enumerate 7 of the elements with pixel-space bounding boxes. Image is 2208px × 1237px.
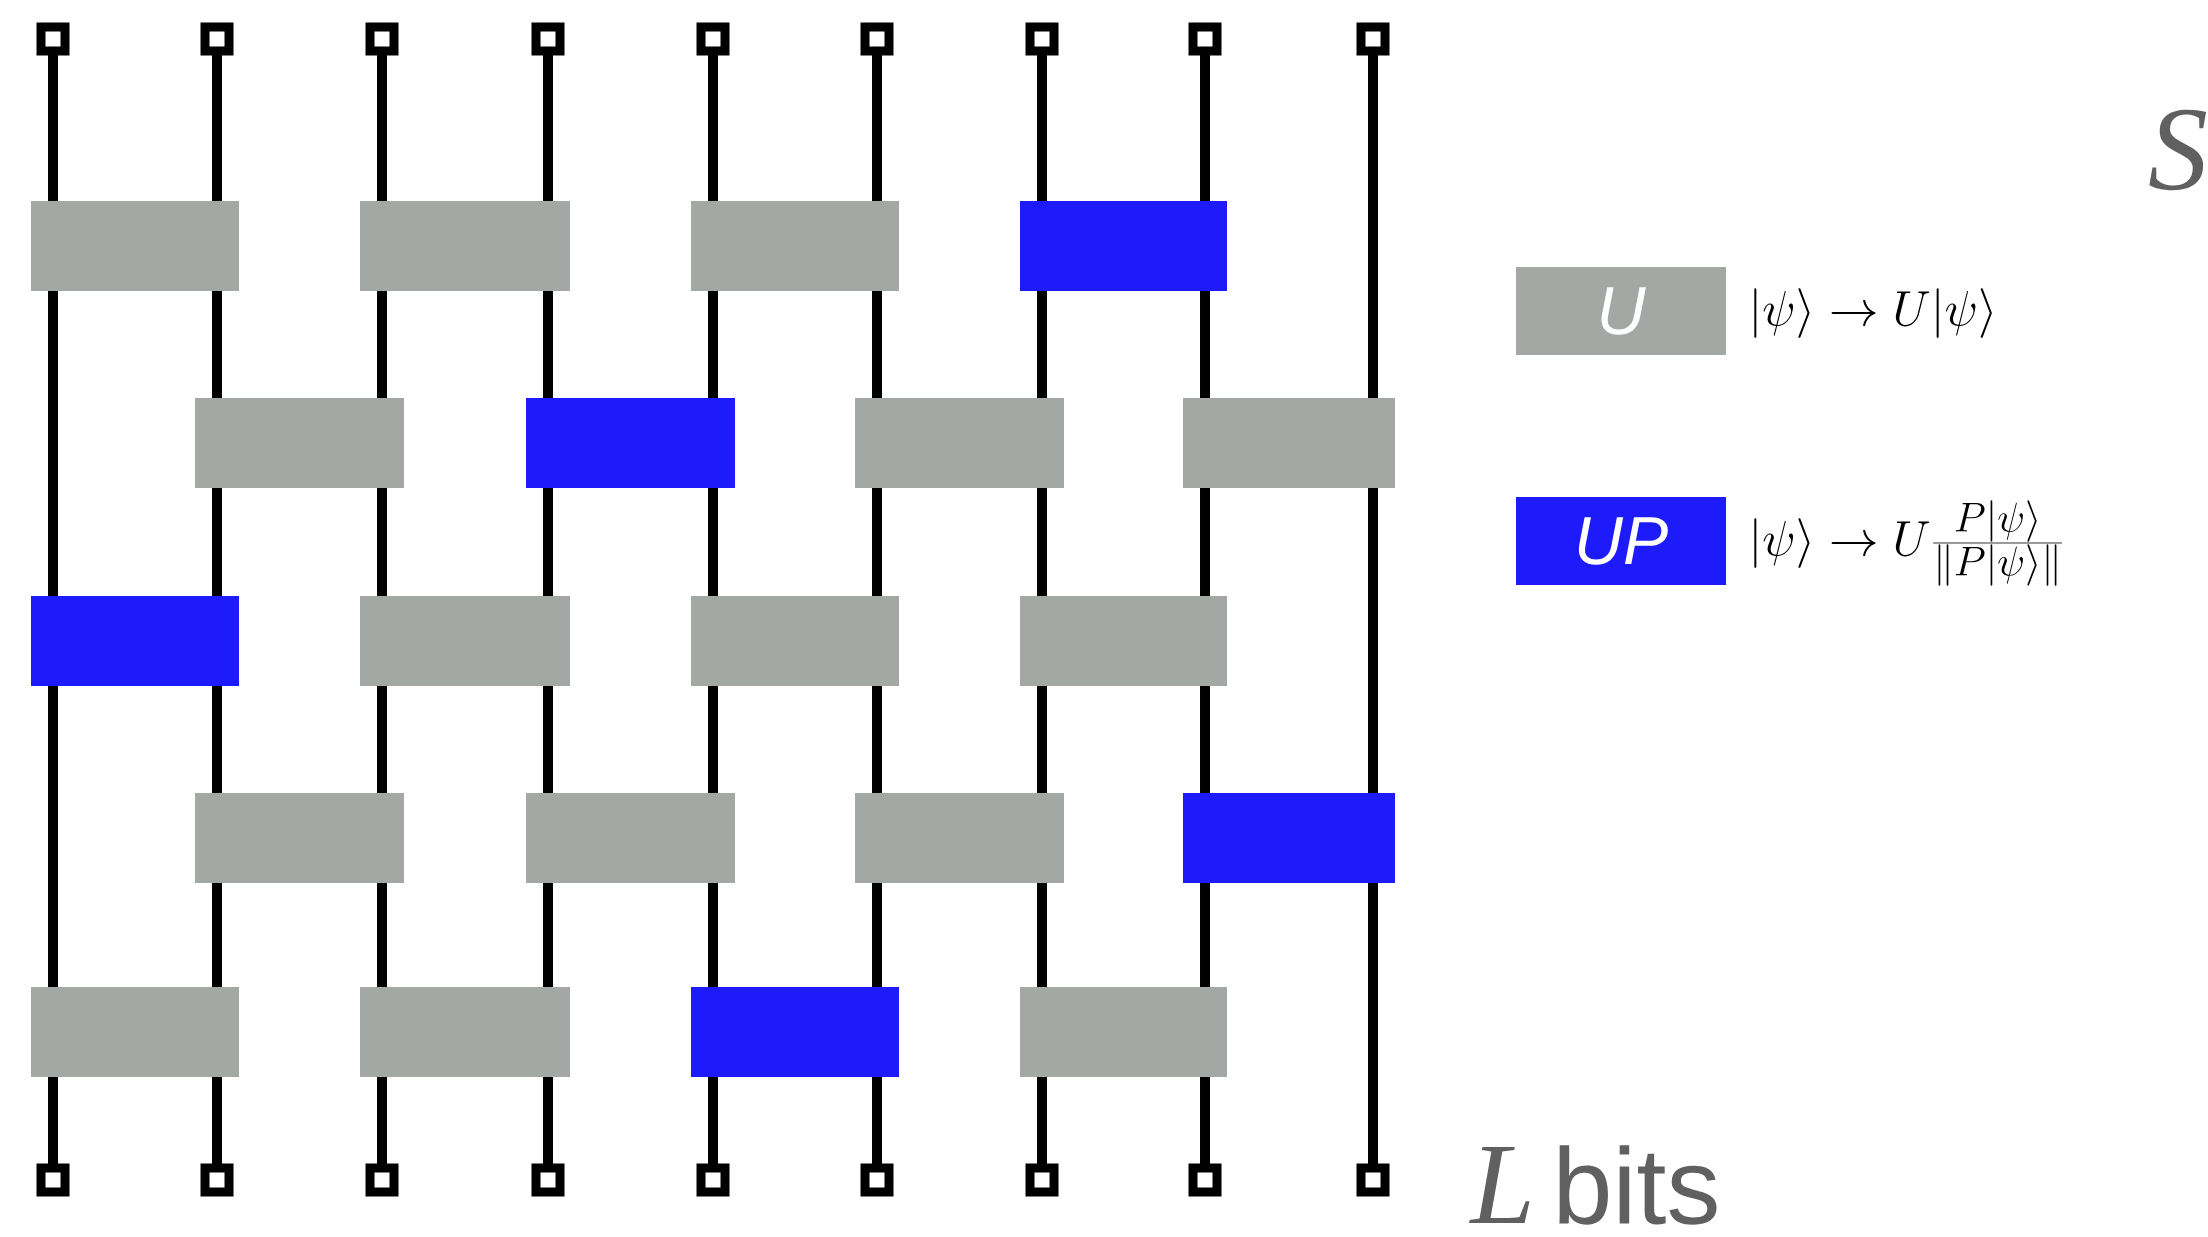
- formula: $|\psi\rangle \to U\frac{P|\psi\rangle}{\|P|\psi\rangle\|}$: [1754, 500, 2062, 586]
- gate-box: UP: [1516, 497, 1726, 585]
- formula: $|\psi\rangle \to U|\psi\rangle$: [1754, 288, 1992, 338]
- math-symbol: S: [2149, 109, 2207, 191]
- math-symbol: L: [1469, 1147, 1530, 1223]
- axis-label: bits: [1559, 1145, 1717, 1225]
- gate-box: U: [1516, 267, 1726, 355]
